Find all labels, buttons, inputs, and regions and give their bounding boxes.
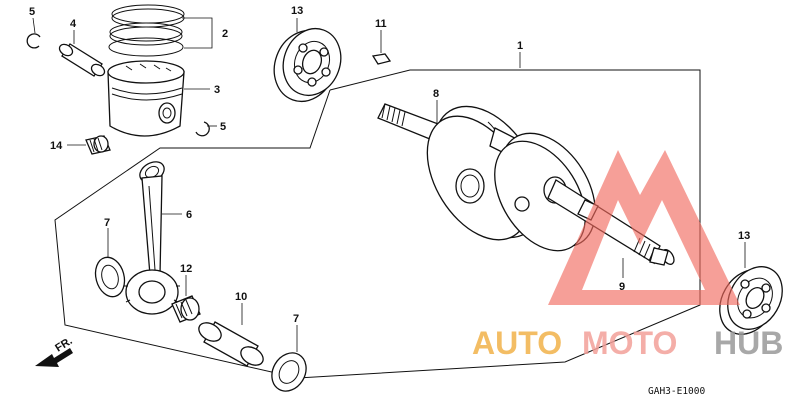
- callout-7b: 7: [293, 313, 299, 325]
- piston-pin-clip-right: [195, 121, 210, 137]
- callout-4: 4: [70, 18, 77, 30]
- callout-11: 11: [375, 18, 387, 30]
- front-arrow-icon: [35, 348, 73, 367]
- big-end-needle-bearing: [171, 295, 201, 323]
- callout-7a: 7: [104, 217, 110, 229]
- thrust-washer-right: [271, 352, 307, 392]
- callout-8: 8: [433, 88, 439, 100]
- watermark-auto: AUTO: [472, 325, 562, 361]
- watermark-moto: MOTO: [582, 325, 677, 361]
- front-direction-marker: FR.: [35, 335, 75, 367]
- thrust-washer-left: [94, 256, 126, 298]
- piston-pin: [58, 43, 106, 77]
- callout-12: 12: [180, 263, 192, 275]
- watermark-triangle-icon: [548, 150, 740, 305]
- piston: [107, 60, 185, 137]
- crankshaft: [377, 103, 675, 266]
- main-bearing-right: [719, 266, 783, 335]
- callout-5a-leader: [32, 17, 36, 34]
- main-bearing-top: [273, 27, 342, 103]
- piston-pin-clip-left: [26, 33, 41, 49]
- callout-6: 6: [186, 209, 192, 221]
- callout-5a: 5: [29, 6, 35, 18]
- piston-rings: [108, 4, 185, 57]
- watermark-hub: HUB: [714, 325, 783, 361]
- callout-14: 14: [50, 140, 63, 152]
- callout-10: 10: [235, 291, 247, 303]
- watermark: AUTO MOTO HUB: [472, 150, 783, 361]
- diagram-code: GAH3-E1000: [648, 386, 705, 397]
- callout-13a: 13: [291, 5, 303, 17]
- crank-pin: [198, 321, 264, 367]
- callout-2-leader: [182, 17, 213, 49]
- callout-1: 1: [517, 40, 523, 52]
- callout-13b: 13: [738, 230, 750, 242]
- callout-2: 2: [222, 28, 228, 40]
- woodruff-key: [371, 53, 392, 65]
- callout-5b: 5: [220, 121, 226, 133]
- connecting-rod: [124, 161, 180, 315]
- callout-9: 9: [619, 281, 625, 293]
- callout-3: 3: [214, 84, 220, 96]
- small-end-needle-bearing: [85, 135, 111, 155]
